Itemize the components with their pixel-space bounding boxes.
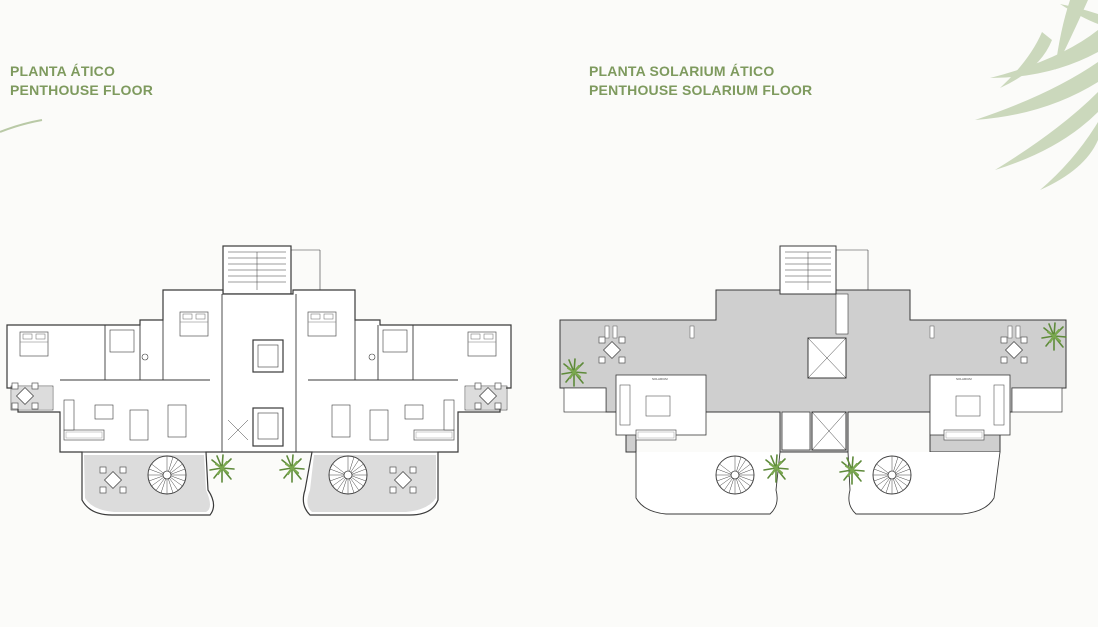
palm-leaf-icon: [975, 0, 1098, 190]
plant-icon: [838, 455, 866, 486]
spiral-stair-icon: [715, 455, 755, 495]
terrace-right: [307, 455, 436, 512]
spiral-stair-icon: [872, 455, 912, 495]
title-en: PENTHOUSE SOLARIUM FLOOR: [589, 82, 813, 98]
penthouse-floor-title: PLANTA ÁTICO PENTHOUSE FLOOR: [10, 62, 153, 100]
plant-icon: [278, 453, 306, 484]
plant-icon: [208, 453, 236, 484]
spiral-stair-icon: [328, 455, 368, 495]
terrace-left: [84, 455, 210, 512]
title-es: PLANTA SOLARIUM ÁTICO: [589, 63, 775, 79]
title-en: PENTHOUSE FLOOR: [10, 82, 154, 98]
palm-leaf-icon: [0, 119, 43, 133]
penthouse-solarium-floor-title: PLANTA SOLARIUM ÁTICO PENTHOUSE SOLARIUM…: [589, 62, 812, 100]
solarium-label-left: SOLARIUM: [652, 377, 668, 381]
solarium-label-right: SOLARIUM: [956, 377, 972, 381]
title-es: PLANTA ÁTICO: [10, 63, 116, 79]
spiral-stair-icon: [147, 455, 187, 495]
penthouse-solarium-floor-plan: [559, 245, 1067, 515]
